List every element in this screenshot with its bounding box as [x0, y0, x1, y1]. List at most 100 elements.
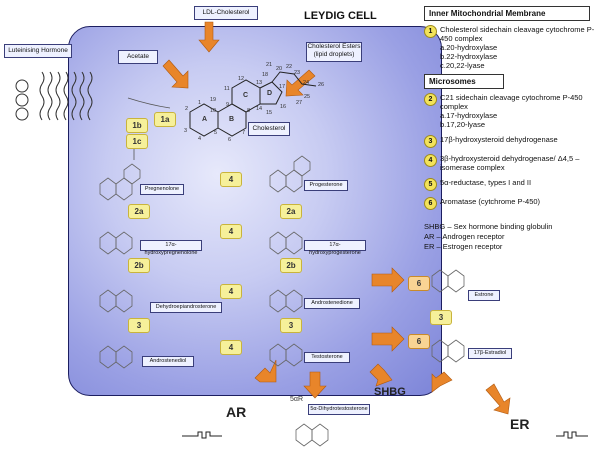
enzyme-badge-3-b: 3	[280, 318, 302, 333]
luteinising-hormone-box: Luteinising Hormone	[4, 44, 72, 58]
legend-text-1b: b.22-hydroxylase	[440, 52, 498, 61]
legend-num-6: 6	[424, 197, 437, 210]
steroid-skeletons	[99, 155, 465, 447]
ar-label: AR	[226, 404, 247, 420]
enzyme-badge-4-b: 4	[220, 224, 242, 239]
oh-pregnenolone-label: 17α-hydroxypregnenolone	[140, 240, 202, 256]
five-alpha-reductase-label: 5αR	[290, 396, 303, 403]
carbon-15: 15	[266, 110, 273, 116]
carbon-19: 19	[210, 97, 217, 103]
micro-header: Microsomes	[424, 74, 504, 89]
carbon-5: 5	[214, 130, 218, 136]
legend-item-4: 4 3β-hydroxysteroid dehydrogenase/ Δ4,5 …	[424, 154, 596, 172]
legend-text-6: Aromatase (cytchrome P-450)	[440, 197, 541, 206]
legend-item-3: 3 17β-hydroxysteroid dehydrogenase	[424, 135, 596, 148]
pregnenolone-label: Pregnenolone	[140, 184, 184, 195]
oh-progesterone-label: 17α-hydroxyprogesterone	[304, 240, 366, 256]
estrone-label: Estrone	[468, 290, 500, 301]
abbr-shbg: SHBG – Sex hormone binding globulin	[424, 222, 553, 231]
lh-receptor-icon	[15, 71, 93, 121]
legend-text-5: 5α-reductase, types I and II	[440, 178, 532, 187]
carbon-3: 3	[184, 128, 188, 134]
enzyme-badge-2b-b: 2b	[280, 258, 302, 273]
ring-d-label: D	[267, 90, 273, 97]
legend-num-5: 5	[424, 178, 437, 191]
carbon-20: 20	[276, 66, 283, 72]
acetate-box: Acetate	[118, 50, 158, 64]
legend-num-1: 1	[424, 25, 437, 38]
androstenedione-label: Androstenedione	[304, 298, 360, 309]
carbon-16: 16	[280, 104, 287, 110]
mito-header: Inner Mitochondrial Membrane	[424, 6, 590, 21]
carbon-12: 12	[238, 76, 245, 82]
progesterone-label: Progesterone	[304, 180, 348, 191]
legend-num-2: 2	[424, 93, 437, 106]
legend-text-2a: a.17-hydroxylase	[440, 111, 498, 120]
cholesterol-esters-box: Cholesterol Esters (lipid droplets)	[306, 42, 362, 62]
enzyme-legend: Inner Mitochondrial Membrane 1 Cholester…	[424, 6, 596, 252]
legend-num-3: 3	[424, 135, 437, 148]
carbon-24: 24	[303, 80, 310, 86]
enzyme-badge-2a-b: 2a	[280, 204, 302, 219]
enzyme-badge-1b: 1b	[126, 118, 148, 133]
carbon-14: 14	[256, 106, 263, 112]
ldl-cholesterol-box: LDL-Cholesterol	[194, 6, 258, 20]
abbreviations: SHBG – Sex hormone binding globulin AR –…	[424, 222, 596, 252]
carbon-8: 8	[247, 108, 251, 114]
carbon-6: 6	[228, 137, 232, 143]
carbon-10: 10	[210, 108, 217, 114]
legend-text-2b: b.17,20-lyase	[440, 120, 486, 129]
carbon-21: 21	[266, 62, 273, 68]
carbon-2: 2	[185, 106, 189, 112]
shbg-label: SHBG	[374, 386, 406, 398]
legend-text-1c: c.20,22-lyase	[440, 61, 485, 70]
carbon-13: 13	[256, 80, 263, 86]
carbon-17: 17	[279, 84, 286, 90]
estradiol-label: 17β-Estradiol	[468, 348, 512, 359]
enzyme-badge-6-b: 6	[408, 334, 430, 349]
cholesterol-structure	[189, 71, 317, 137]
carbon-25: 25	[304, 94, 311, 100]
ring-a-label: A	[202, 116, 208, 123]
carbon-27: 27	[296, 100, 303, 106]
legend-num-4: 4	[424, 154, 437, 167]
carbon-18: 18	[262, 72, 269, 78]
legend-item-6: 6 Aromatase (cytchrome P-450)	[424, 197, 596, 210]
dhea-label: Dehydroepiandrosterone	[150, 302, 222, 313]
legend-text-1a: a.20-hydroxylase	[440, 43, 498, 52]
enzyme-badge-2a-a: 2a	[128, 204, 150, 219]
androstenediol-label: Androstenediol	[142, 356, 194, 367]
ring-c-label: C	[243, 92, 249, 99]
abbr-er: ER – Estrogen receptor	[424, 242, 503, 251]
enzyme-badge-4-d: 4	[220, 340, 242, 355]
pathway-arrows	[162, 21, 511, 415]
dht-label: 5α-Dihydrotestosterone	[308, 404, 370, 415]
enzyme-badge-3-a: 3	[128, 318, 150, 333]
legend-item-1: 1 Cholesterol sidechain cleavage cytochr…	[424, 25, 596, 70]
carbon-22: 22	[286, 64, 293, 70]
enzyme-badge-3-c: 3	[430, 310, 452, 325]
diagram-title: LEYDIG CELL	[304, 10, 377, 22]
legend-text-4: 3β-hydroxysteroid dehydrogenase/ Δ4,5 –i…	[440, 154, 580, 172]
enzyme-badge-4-a: 4	[220, 172, 242, 187]
legend-item-2: 2 C21 sidechain cleavage cytochrome P-45…	[424, 93, 596, 129]
enzyme-badge-1a: 1a	[154, 112, 176, 127]
carbon-1: 1	[198, 100, 202, 106]
legend-text-3: 17β-hydroxysteroid dehydrogenase	[440, 135, 558, 144]
testosterone-label: Testosterone	[304, 352, 350, 363]
legend-text-1: Cholesterol sidechain cleavage cytochrom…	[440, 25, 595, 43]
receptor-squiggles	[182, 431, 588, 439]
carbon-4: 4	[198, 136, 202, 142]
carbon-23: 23	[294, 70, 301, 76]
legend-item-5: 5 5α-reductase, types I and II	[424, 178, 596, 191]
carbon-7: 7	[242, 130, 246, 136]
enzyme-badge-6-a: 6	[408, 276, 430, 291]
enzyme-badge-1c: 1c	[126, 134, 148, 149]
carbon-26: 26	[318, 82, 325, 88]
carbon-9: 9	[226, 102, 230, 108]
cholesterol-label: Cholesterol	[248, 122, 290, 136]
enzyme-badge-2b-a: 2b	[128, 258, 150, 273]
abbr-ar: AR – Androgen receptor	[424, 232, 505, 241]
er-label: ER	[510, 416, 530, 432]
